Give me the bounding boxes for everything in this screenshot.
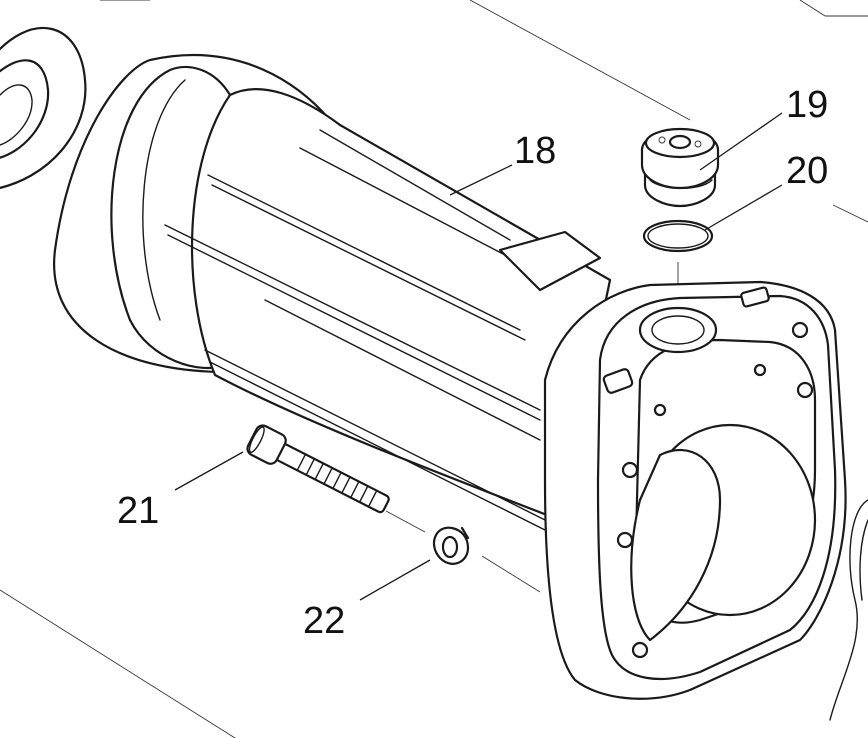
screw-part [246, 424, 390, 514]
leader-lines [174, 112, 783, 601]
plug-part [640, 127, 720, 208]
washer-part [432, 526, 470, 565]
housing-part [53, 54, 868, 721]
o-ring-part [642, 219, 714, 253]
callout-18: 18 [514, 130, 556, 172]
callout-20: 20 [786, 150, 828, 192]
ring-part [0, 26, 87, 189]
callout-22: 22 [303, 600, 345, 642]
callout-21: 21 [117, 490, 159, 532]
callout-19: 19 [786, 84, 828, 126]
